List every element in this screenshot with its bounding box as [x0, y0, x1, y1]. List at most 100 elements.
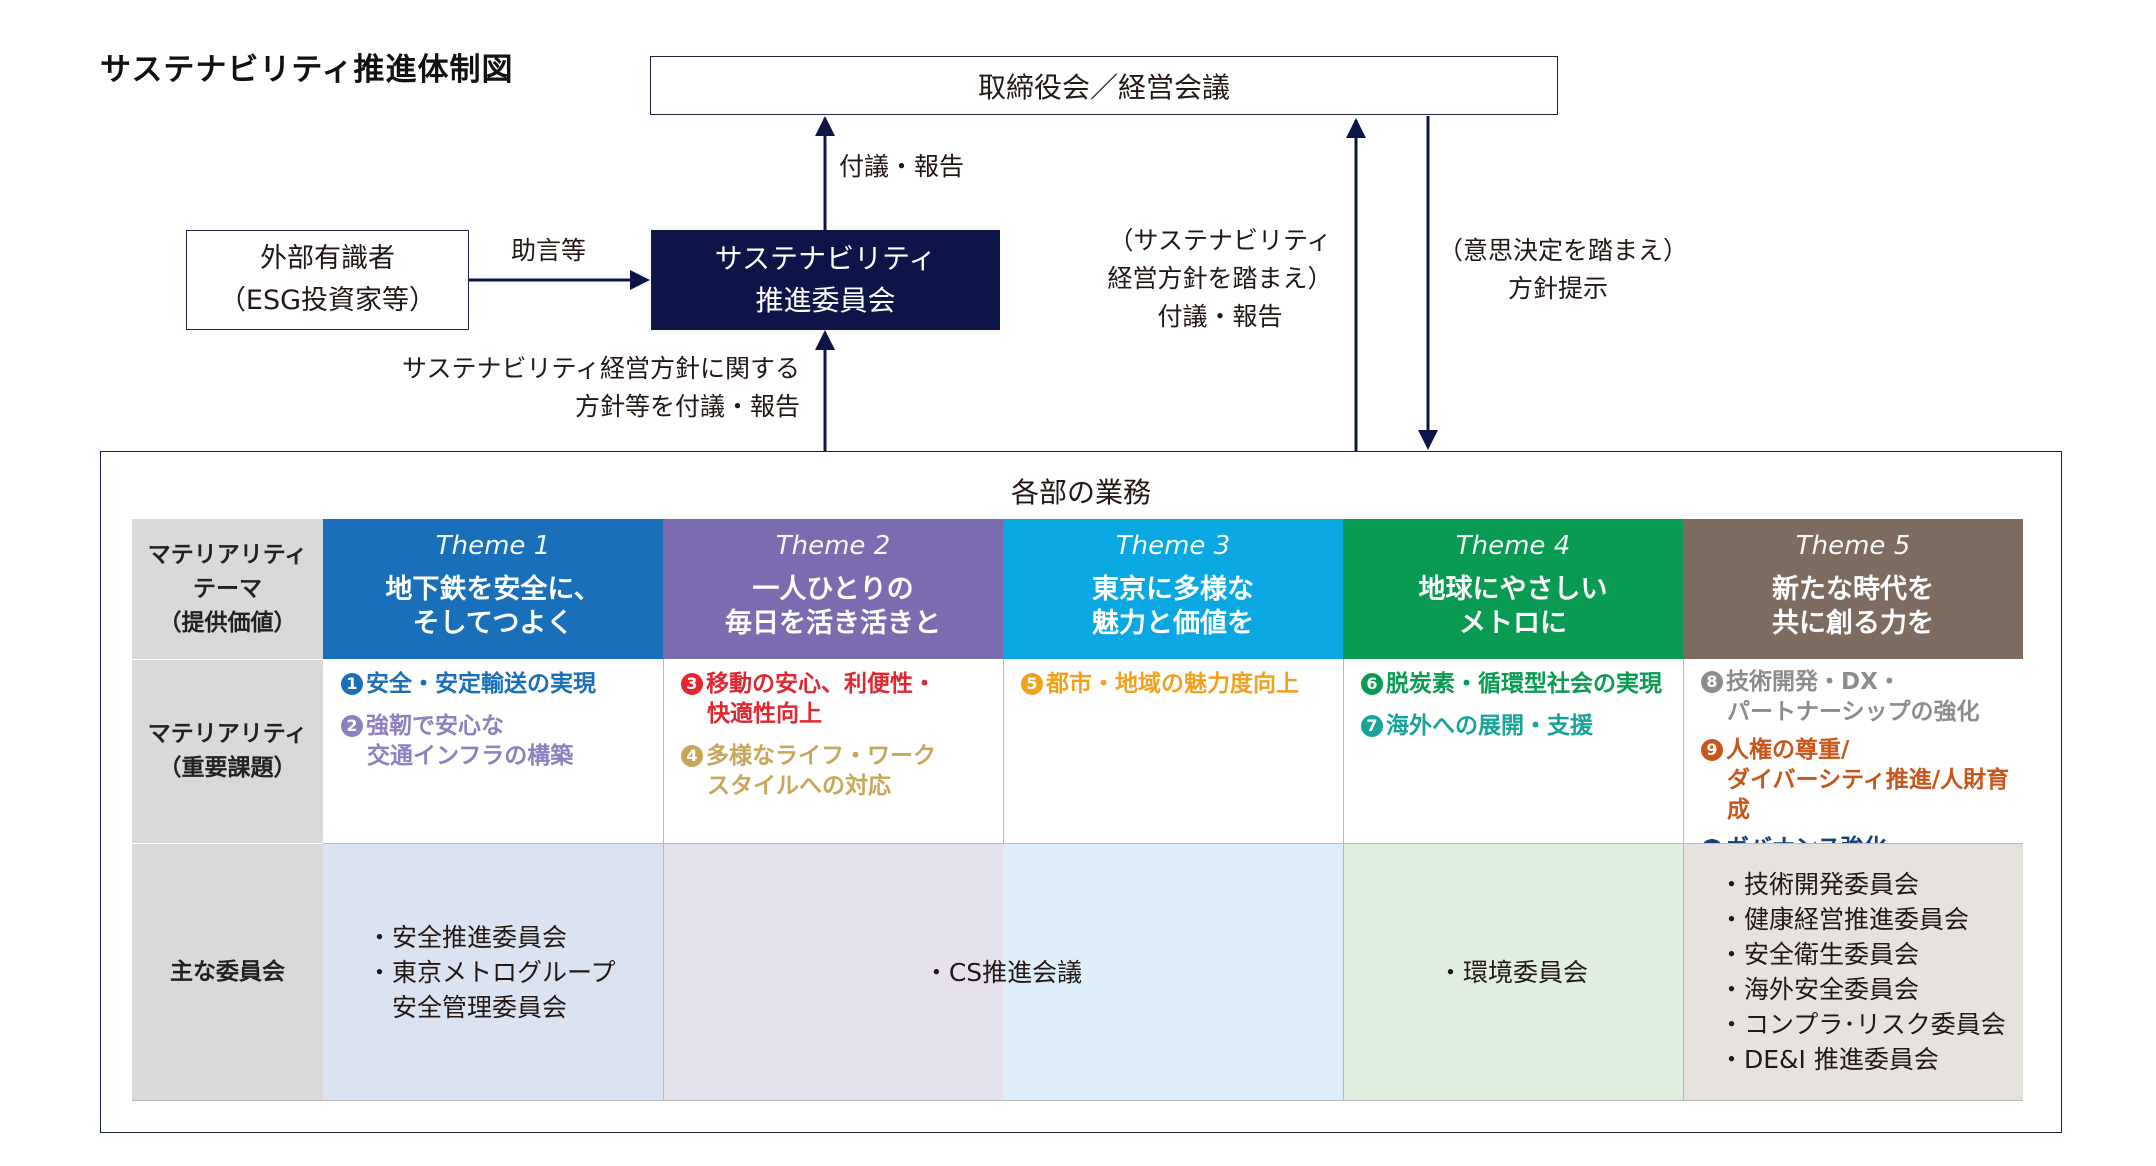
label-depts-to-board: （サステナビリティ 経営方針を踏まえ） 付議・報告 — [1100, 222, 1340, 336]
row-header-theme-line2: テーマ — [193, 576, 262, 602]
theme-5-line1: 新たな時代を — [1772, 574, 1934, 605]
diagram-title: サステナビリティ推進体制図 — [100, 52, 514, 88]
row-header-materiality: マテリアリティ （重要課題） — [132, 659, 323, 843]
theme-1-line1: 地下鉄を安全に、 — [385, 574, 601, 605]
materiality-9-line2: ダイバーシティ推進/人財育成 — [1727, 767, 2010, 823]
theme-1-line2: そしてつよく — [412, 608, 574, 639]
grid-divider — [1003, 659, 1004, 843]
committee-item: ・東京メトログループ — [367, 957, 616, 987]
grid-divider — [663, 843, 664, 1101]
materiality-3-line1: 移動の安心、利便性・ — [706, 671, 936, 697]
label-depts-to-board-line2: 経営方針を踏まえ） — [1107, 264, 1333, 293]
row-header-theme: マテリアリティ テーマ （提供価値） — [132, 519, 323, 659]
materiality-1-line1: 安全・安定輸送の実現 — [366, 671, 596, 697]
committee-item: ・DE&I 推進委員会 — [1719, 1045, 1939, 1074]
theme-4-label: Theme 4 — [1455, 531, 1571, 561]
label-depts-to-board-line3: 付議・報告 — [1157, 302, 1283, 331]
committee-item: 安全管理委員会 — [367, 992, 568, 1022]
theme-3-label: Theme 3 — [1115, 531, 1231, 561]
committees-theme-5: ・技術開発委員会 ・健康経営推進委員会 ・安全衛生委員会 ・海外安全委員会 ・コ… — [1683, 843, 2023, 1101]
label-depts-to-committee: サステナビリティ経営方針に関する 方針等を付議・報告 — [370, 350, 800, 426]
theme-2-label: Theme 2 — [775, 531, 891, 561]
materiality-4-line2: スタイルへの対応 — [707, 773, 891, 799]
theme-2-line2: 毎日を活き活きと — [725, 608, 941, 639]
departments-title: 各部の業務 — [1010, 476, 1151, 509]
label-board-to-depts-line2: 方針提示 — [1507, 274, 1608, 303]
materiality-2-line2: 交通インフラの構築 — [367, 743, 574, 769]
committee-item: ・技術開発委員会 — [1719, 870, 1920, 899]
grid-divider — [663, 659, 664, 843]
row-header-materiality-line2: （重要課題） — [158, 755, 297, 781]
materiality-8-line2: パートナーシップの強化 — [1727, 699, 1980, 725]
grid-divider — [323, 843, 2023, 844]
committees-theme-2-3: ・CS推進会議 — [663, 843, 1343, 1101]
row-header-theme-line3: （提供価値） — [158, 610, 297, 636]
materiality-2-line1: 強靭で安心な — [366, 713, 504, 739]
theme-3-line2: 魅力と価値を — [1092, 608, 1254, 639]
materiality-5-line1: 都市・地域の魅力度向上 — [1046, 671, 1299, 697]
materiality-2-number: 2 — [341, 715, 363, 737]
materiality-8-number: 8 — [1701, 671, 1723, 693]
theme-2-line1: 一人ひとりの — [752, 574, 914, 605]
departments-frame: 各部の業務 マテリアリティ テーマ （提供価値） マテリアリティ （重要課題） … — [100, 451, 2062, 1133]
committee-item: ・健康経営推進委員会 — [1719, 905, 1970, 934]
committees-theme-2-bg — [663, 843, 1003, 1101]
label-board-to-depts-line1: （意思決定を踏まえ） — [1438, 236, 1689, 265]
theme-5-label: Theme 5 — [1795, 531, 1911, 561]
materiality-5-number: 5 — [1021, 673, 1043, 695]
row-header-materiality-line1: マテリアリティ — [147, 721, 308, 747]
external-experts-line1: 外部有識者 — [260, 243, 395, 274]
grid-divider — [132, 659, 323, 660]
theme-1-label: Theme 1 — [435, 531, 551, 561]
sustainability-committee-box: サステナビリティ 推進委員会 — [651, 230, 1000, 330]
materiality-6-line1: 脱炭素・循環型社会の実現 — [1386, 671, 1662, 697]
label-external-to-committee: 助言等 — [511, 236, 587, 265]
committee-item: ・環境委員会 — [1437, 957, 1588, 987]
theme-3-line1: 東京に多様な — [1092, 574, 1254, 605]
row-header-theme-line1: マテリアリティ — [147, 542, 308, 568]
board-box: 取締役会／経営会議 — [650, 56, 1558, 115]
external-experts-box: 外部有識者 （ESG投資家等） — [186, 230, 469, 330]
grid-divider — [1343, 659, 1344, 1101]
theme-1-header: Theme 1 地下鉄を安全に、 そしてつよく — [323, 519, 663, 659]
committee-item: ・CS推進会議 — [923, 957, 1083, 987]
grid-divider — [132, 843, 323, 844]
theme-2-header: Theme 2 一人ひとりの 毎日を活き活きと — [663, 519, 1003, 659]
committee-item: ・安全推進委員会 — [367, 922, 568, 952]
theme-3-header: Theme 3 東京に多様な 魅力と価値を — [1003, 519, 1343, 659]
materiality-3-number: 3 — [681, 673, 703, 695]
theme-4-line1: 地球にやさしい — [1418, 574, 1608, 605]
theme-5-header: Theme 5 新たな時代を 共に創る力を — [1683, 519, 2023, 659]
materiality-6-number: 6 — [1361, 673, 1383, 695]
grid-divider — [1683, 659, 1684, 1101]
theme-4-header: Theme 4 地球にやさしい メトロに — [1343, 519, 1683, 659]
label-depts-to-committee-line1: サステナビリティ経営方針に関する — [401, 354, 800, 383]
materiality-8-line1: 技術開発・DX・ — [1726, 669, 1901, 695]
committees-theme-1: ・安全推進委員会 ・東京メトログループ 安全管理委員会 — [323, 843, 663, 1101]
committee-item: ・安全衛生委員会 — [1719, 940, 1920, 969]
row-header-committees: 主な委員会 — [132, 843, 323, 1101]
committee-line2: 推進委員会 — [755, 284, 896, 317]
materiality-3-line2: 快適性向上 — [707, 701, 822, 727]
materiality-1-number: 1 — [341, 673, 363, 695]
committees-theme-3-bg — [1003, 843, 1343, 1101]
label-committee-to-board: 付議・報告 — [839, 152, 965, 181]
label-depts-to-committee-line2: 方針等を付議・報告 — [574, 392, 800, 421]
theme-4-line2: メトロに — [1459, 608, 1567, 639]
materiality-4-number: 4 — [681, 745, 703, 767]
grid-divider — [132, 1100, 2023, 1101]
materiality-9-line1: 人権の尊重/ — [1726, 737, 1850, 763]
materiality-7-number: 7 — [1361, 715, 1383, 737]
